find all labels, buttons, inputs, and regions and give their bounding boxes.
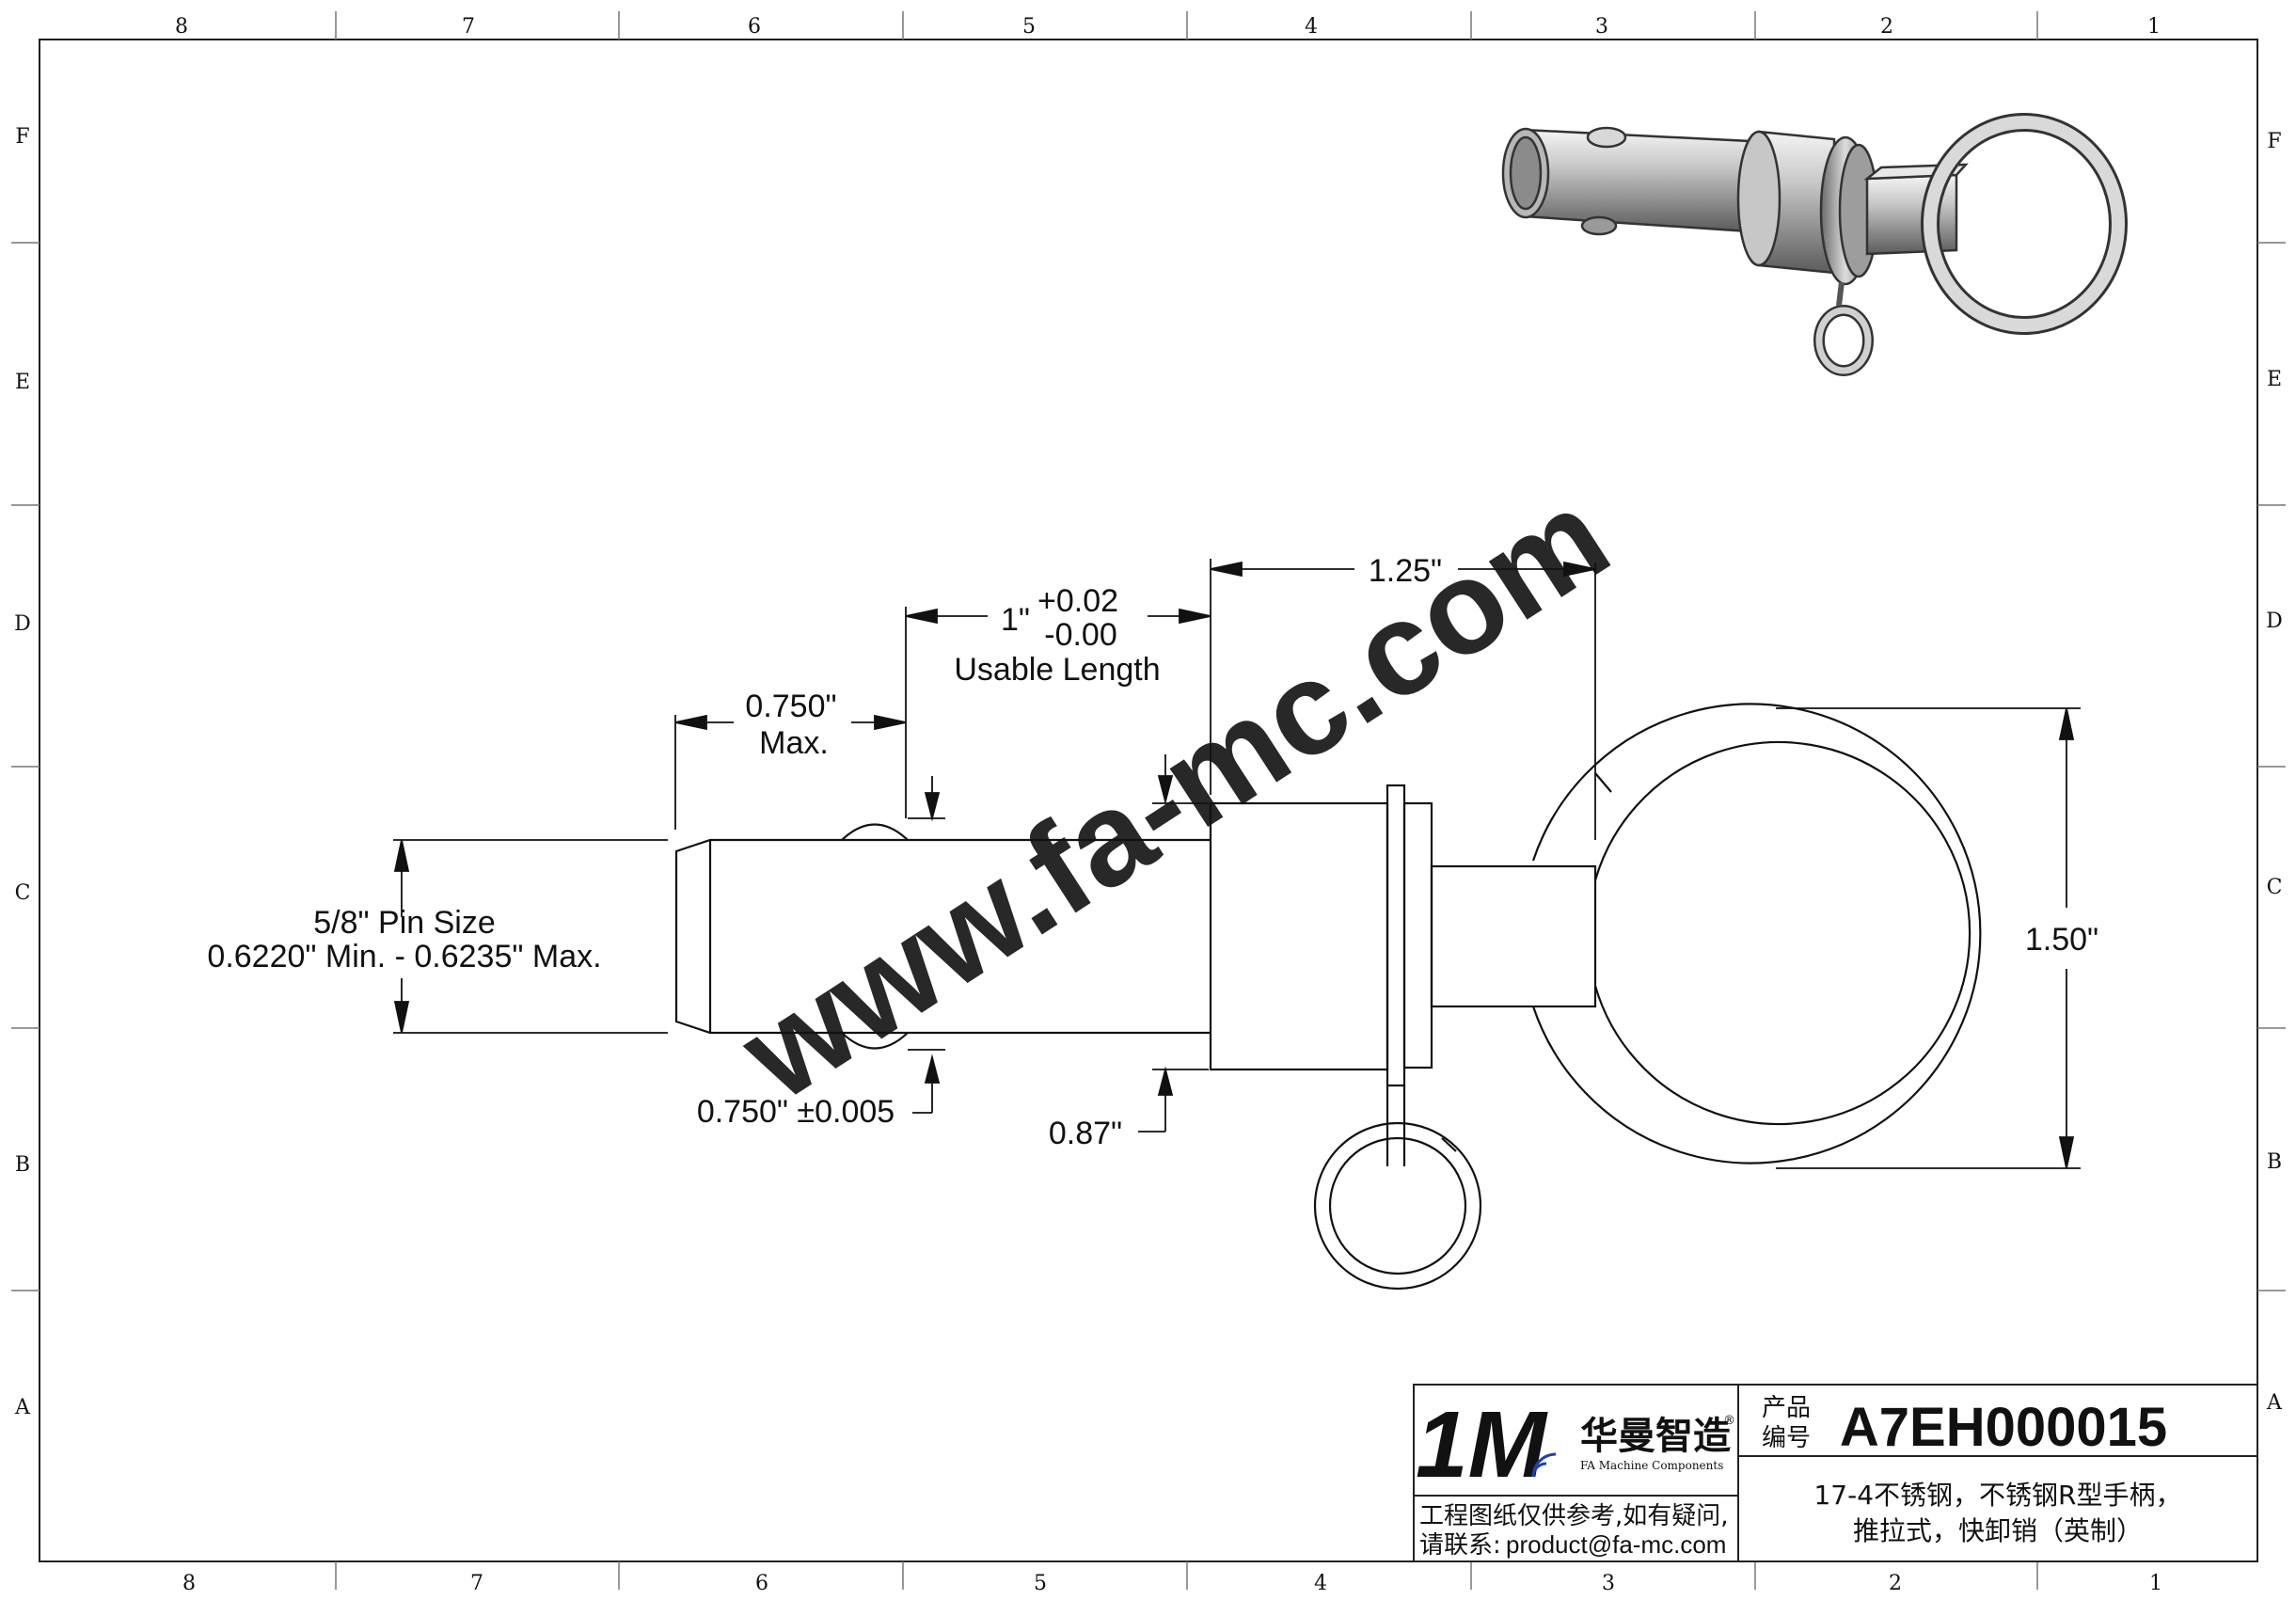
product-label-line1: 产品 bbox=[1762, 1394, 1811, 1422]
dimension-lines bbox=[393, 559, 2081, 1169]
zone-col-5: 5 bbox=[1022, 15, 1036, 39]
zone-col-4: 4 bbox=[1305, 15, 1318, 39]
dim-usable-tol-plus: +0.02 bbox=[1037, 583, 1118, 619]
dim-tip-length: 0.750" bbox=[745, 689, 836, 724]
zone-col-3-bottom: 3 bbox=[1602, 1572, 1615, 1595]
dim-ring-diameter: 1.50" bbox=[2025, 922, 2098, 958]
zone-row-F-right: F bbox=[2267, 130, 2281, 153]
zone-labels-left: F E D C B A bbox=[14, 125, 31, 1419]
zone-col-7: 7 bbox=[462, 15, 475, 39]
zone-labels-bottom: 8 7 6 5 4 3 2 1 bbox=[182, 1572, 2162, 1595]
dim-pin-size: 5/8" Pin Size bbox=[313, 905, 496, 941]
pin-outline bbox=[674, 703, 1982, 1291]
dimension-texts: 1.25" 1" +0.02 -0.00 Usable Length 0.750… bbox=[207, 553, 2098, 1151]
brand-name-cn: 华曼智造 bbox=[1580, 1415, 1731, 1458]
registered-mark: ® bbox=[1723, 1414, 1735, 1428]
zone-row-A-right: A bbox=[2266, 1391, 2283, 1415]
contact-email-link[interactable]: product@fa-mc.com bbox=[1506, 1530, 1726, 1559]
zone-col-4-bottom: 4 bbox=[1314, 1572, 1327, 1595]
product-3d-render bbox=[1501, 113, 2128, 376]
dim-usable-nominal: 1" bbox=[1001, 602, 1030, 638]
zone-row-D-right: D bbox=[2266, 610, 2283, 633]
dim-collar-diameter: 0.87" bbox=[1049, 1116, 1122, 1151]
brand-name-en: FA Machine Components bbox=[1580, 1459, 1723, 1472]
zone-col-2-bottom: 2 bbox=[1889, 1572, 1902, 1595]
zone-row-E-right: E bbox=[2267, 368, 2282, 391]
zone-col-8-bottom: 8 bbox=[182, 1572, 196, 1595]
dim-usable-tol-minus: -0.00 bbox=[1044, 617, 1117, 653]
product-label-line2: 编号 bbox=[1762, 1424, 1811, 1452]
zone-col-3: 3 bbox=[1595, 15, 1608, 39]
zone-col-2: 2 bbox=[1880, 15, 1893, 39]
product-description-line2: 推拉式，快卸销（英制） bbox=[1853, 1515, 2143, 1546]
dim-pin-diameter-range: 0.6220" Min. - 0.6235" Max. bbox=[207, 939, 601, 974]
dim-plunger-length: 1.25" bbox=[1369, 553, 1442, 589]
wifi-icon bbox=[1531, 1452, 1557, 1478]
watermark: www.fa-mc.com bbox=[715, 461, 1633, 1129]
drawing-note-line1: 工程图纸仅供参考,如有疑问, bbox=[1419, 1502, 1729, 1530]
zone-col-7-bottom: 7 bbox=[470, 1572, 483, 1595]
product-description-line1: 17-4不锈钢，不锈钢R型手柄， bbox=[1813, 1480, 2181, 1511]
zone-col-1: 1 bbox=[2147, 15, 2161, 39]
dim-usable-caption: Usable Length bbox=[954, 652, 1160, 688]
zone-row-A: A bbox=[14, 1396, 31, 1419]
dim-ball-position: 0.750" ±0.005 bbox=[697, 1094, 895, 1130]
logo-mark: 1M bbox=[1416, 1392, 1549, 1497]
zone-row-C: C bbox=[15, 881, 31, 905]
zone-row-F: F bbox=[15, 125, 29, 149]
drawing-frame bbox=[39, 39, 2258, 1562]
zone-row-D: D bbox=[14, 612, 31, 636]
company-logo: 1M 华曼智造 ® FA Machine Components bbox=[1416, 1392, 1735, 1497]
zone-col-6-bottom: 6 bbox=[755, 1572, 768, 1595]
zone-row-E: E bbox=[15, 371, 30, 394]
drawing-note-line2: 请联系: bbox=[1419, 1531, 1501, 1560]
dim-tip-length-max: Max. bbox=[759, 725, 829, 761]
product-code: A7EH000015 bbox=[1840, 1397, 2167, 1458]
zone-col-8: 8 bbox=[175, 15, 188, 39]
zone-row-B-right: B bbox=[2267, 1150, 2282, 1174]
zone-col-5-bottom: 5 bbox=[1034, 1572, 1047, 1595]
zone-ticks bbox=[11, 11, 2286, 1590]
zone-row-B: B bbox=[15, 1153, 30, 1177]
zone-row-C-right: C bbox=[2267, 876, 2283, 899]
zone-col-6: 6 bbox=[748, 15, 761, 39]
zone-col-1-bottom: 1 bbox=[2149, 1572, 2162, 1595]
title-block bbox=[1413, 1384, 2258, 1562]
zone-labels-top: 8 7 6 5 4 3 2 1 bbox=[175, 15, 2161, 39]
zone-labels-right: F E D C B A bbox=[2266, 130, 2283, 1415]
